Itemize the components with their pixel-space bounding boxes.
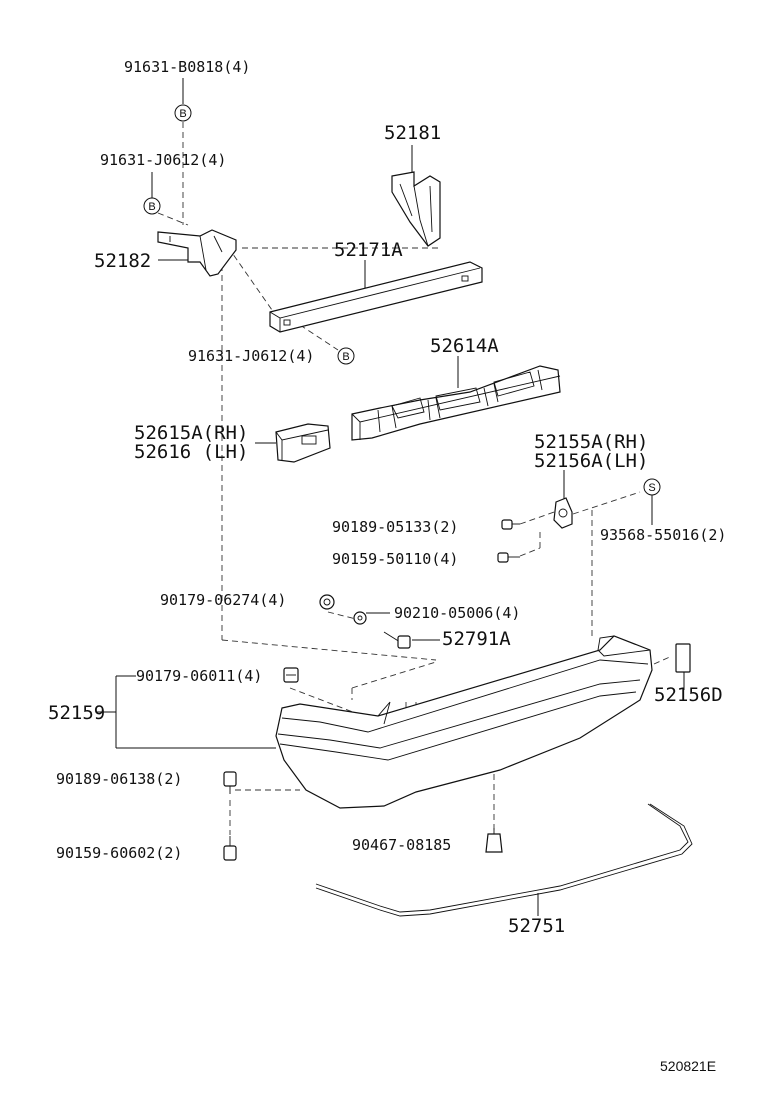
s-badge: S — [643, 478, 661, 496]
screw-90189-05133-shape — [501, 519, 520, 530]
label-52791a: 52791A — [442, 628, 511, 650]
part-labels: 91631-B0818(4) 91631-J0612(4) 52181 5218… — [48, 58, 726, 1074]
reinforcement-bar-52171a-shape — [269, 261, 483, 333]
label-91631-j0612-upper: 91631-J0612(4) — [100, 151, 226, 169]
bracket-52181-shape — [391, 171, 441, 247]
clip-90467-08185-shape — [485, 828, 503, 853]
bolt-90189-06138-shape — [223, 771, 237, 794]
bumper-cover-52159-shape — [275, 635, 653, 809]
badges: B B B S — [143, 104, 661, 496]
b-badge-3: B — [337, 347, 355, 365]
b-badge-1: B — [174, 104, 192, 122]
reference-code: 520821E — [660, 1058, 716, 1074]
leader-lines — [96, 78, 685, 916]
bracket-52182-shape — [157, 229, 237, 277]
absorber-52614a-shape — [351, 365, 561, 441]
bolt-52791a-shape — [383, 631, 411, 649]
svg-text:B: B — [342, 351, 349, 363]
svg-text:B: B — [179, 108, 186, 120]
label-52156d: 52156D — [654, 684, 723, 706]
label-52181: 52181 — [384, 122, 441, 144]
label-90159-50110: 90159-50110(4) — [332, 550, 458, 568]
nut-90179-06274-shape — [319, 594, 335, 610]
label-52616: 52616 (LH) — [134, 441, 248, 463]
clip-90179-06011-shape — [283, 667, 299, 683]
label-52182: 52182 — [94, 250, 151, 272]
screw-90159-50110-shape — [497, 552, 520, 563]
label-90179-06011: 90179-06011(4) — [136, 667, 262, 685]
parts — [157, 171, 693, 917]
svg-text:B: B — [148, 201, 155, 213]
pad-52156d-shape — [675, 643, 691, 673]
spacer-52615a-shape — [275, 423, 331, 463]
label-52156a: 52156A(LH) — [534, 450, 648, 472]
label-90189-06138: 90189-06138(2) — [56, 770, 182, 788]
label-91631-j0612-lower: 91631-J0612(4) — [188, 347, 314, 365]
label-90159-60602: 90159-60602(2) — [56, 844, 182, 862]
retainer-52155a-shape — [553, 497, 573, 529]
washer-90210-05006-shape — [353, 611, 367, 625]
screw-90159-60602-shape — [223, 836, 237, 861]
label-52614a: 52614A — [430, 335, 499, 357]
label-52751: 52751 — [508, 915, 565, 937]
moulding-52751-shape — [315, 803, 693, 917]
b-badge-2: B — [143, 197, 161, 215]
label-52171a: 52171A — [334, 239, 403, 261]
label-90467-08185: 90467-08185 — [352, 836, 451, 854]
label-90179-06274: 90179-06274(4) — [160, 591, 286, 609]
label-90210-05006: 90210-05006(4) — [394, 604, 520, 622]
label-52159: 52159 — [48, 702, 105, 724]
label-91631-b0818: 91631-B0818(4) — [124, 58, 250, 76]
label-52615a: 52615A(RH) — [134, 422, 248, 444]
label-90189-05133: 90189-05133(2) — [332, 518, 458, 536]
label-93568-55016: 93568-55016(2) — [600, 526, 726, 544]
label-52155a: 52155A(RH) — [534, 431, 648, 453]
svg-text:S: S — [648, 482, 655, 494]
